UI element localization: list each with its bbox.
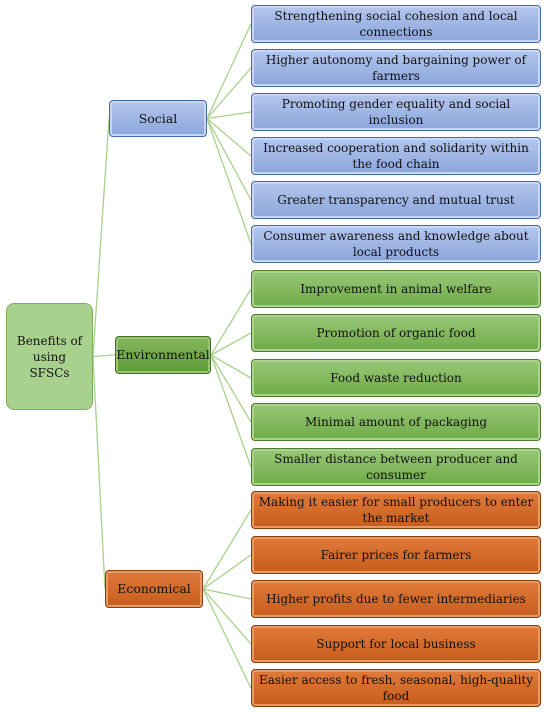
connector-line — [202, 588, 252, 600]
leaf-label: Increased cooperation and solidarity wit… — [263, 141, 529, 171]
category-economical: Economical — [105, 570, 203, 608]
connector-line — [210, 354, 252, 379]
leaf-label: Improvement in animal welfare — [300, 282, 492, 296]
category-environmental: Environmental — [115, 336, 211, 374]
connector-line — [202, 588, 252, 689]
leaf-environmental-4: Minimal amount of packaging — [251, 403, 541, 441]
leaf-label: Smaller distance between producer and co… — [274, 452, 518, 482]
connector-line — [202, 588, 252, 645]
leaf-label: Strengthening social cohesion and local … — [274, 9, 518, 39]
leaf-label: Fairer prices for farmers — [320, 548, 472, 562]
connector-line — [202, 554, 252, 590]
leaf-environmental-1: Improvement in animal welfare — [251, 270, 541, 308]
leaf-economical-4: Support for local business — [251, 625, 541, 663]
connector-line — [92, 356, 106, 590]
connector-line — [206, 118, 252, 157]
leaf-label: Promotion of organic food — [316, 326, 476, 340]
category-label-social: Social — [138, 110, 178, 126]
connector-line — [206, 111, 252, 120]
connector-line — [202, 509, 252, 590]
leaf-label: Minimal amount of packaging — [304, 415, 488, 429]
leaf-environmental-5: Smaller distance between producer and co… — [251, 448, 541, 486]
category-label-environmental: Environmental — [116, 347, 210, 362]
connector-line — [210, 288, 252, 356]
connector-line — [206, 67, 252, 119]
connector-line — [206, 118, 252, 201]
connector-line — [92, 118, 110, 357]
root-label: Benefits of using SFSCs — [16, 333, 83, 380]
connector-line — [210, 332, 252, 356]
leaf-label: Food waste reduction — [330, 371, 462, 385]
leaf-label: Higher profits due to fewer intermediari… — [266, 592, 526, 606]
leaf-social-4: Increased cooperation and solidarity wit… — [251, 137, 541, 175]
connector-line — [206, 118, 252, 245]
leaf-social-2: Higher autonomy and bargaining power of … — [251, 49, 541, 87]
leaf-label: Making it easier for small producers to … — [258, 495, 534, 525]
leaf-economical-5: Easier access to fresh, seasonal, high-q… — [251, 669, 541, 707]
category-label-economical: Economical — [117, 581, 191, 596]
leaf-label: Support for local business — [316, 637, 476, 651]
connector-line — [210, 354, 252, 423]
leaf-label: Greater transparency and mutual trust — [277, 193, 515, 207]
leaf-economical-3: Higher profits due to fewer intermediari… — [251, 580, 541, 618]
leaf-label: Easier access to fresh, seasonal, high-q… — [258, 673, 534, 703]
leaf-environmental-2: Promotion of organic food — [251, 314, 541, 352]
leaf-social-6: Consumer awareness and knowledge about l… — [251, 225, 541, 263]
connector-line — [206, 23, 252, 119]
connector-line — [210, 354, 252, 468]
leaf-environmental-3: Food waste reduction — [251, 359, 541, 397]
leaf-label: Promoting gender equality and social inc… — [281, 97, 511, 127]
category-social: Social — [109, 100, 207, 137]
leaf-social-1: Strengthening social cohesion and local … — [251, 5, 541, 43]
root-node: Benefits of using SFSCs — [6, 303, 93, 410]
connector-line — [92, 354, 116, 358]
leaf-economical-1: Making it easier for small producers to … — [251, 491, 541, 529]
leaf-social-5: Greater transparency and mutual trust — [251, 181, 541, 219]
leaf-label: Consumer awareness and knowledge about l… — [263, 229, 529, 259]
leaf-economical-2: Fairer prices for farmers — [251, 536, 541, 574]
leaf-label: Higher autonomy and bargaining power of … — [265, 53, 527, 83]
leaf-social-3: Promoting gender equality and social inc… — [251, 93, 541, 131]
